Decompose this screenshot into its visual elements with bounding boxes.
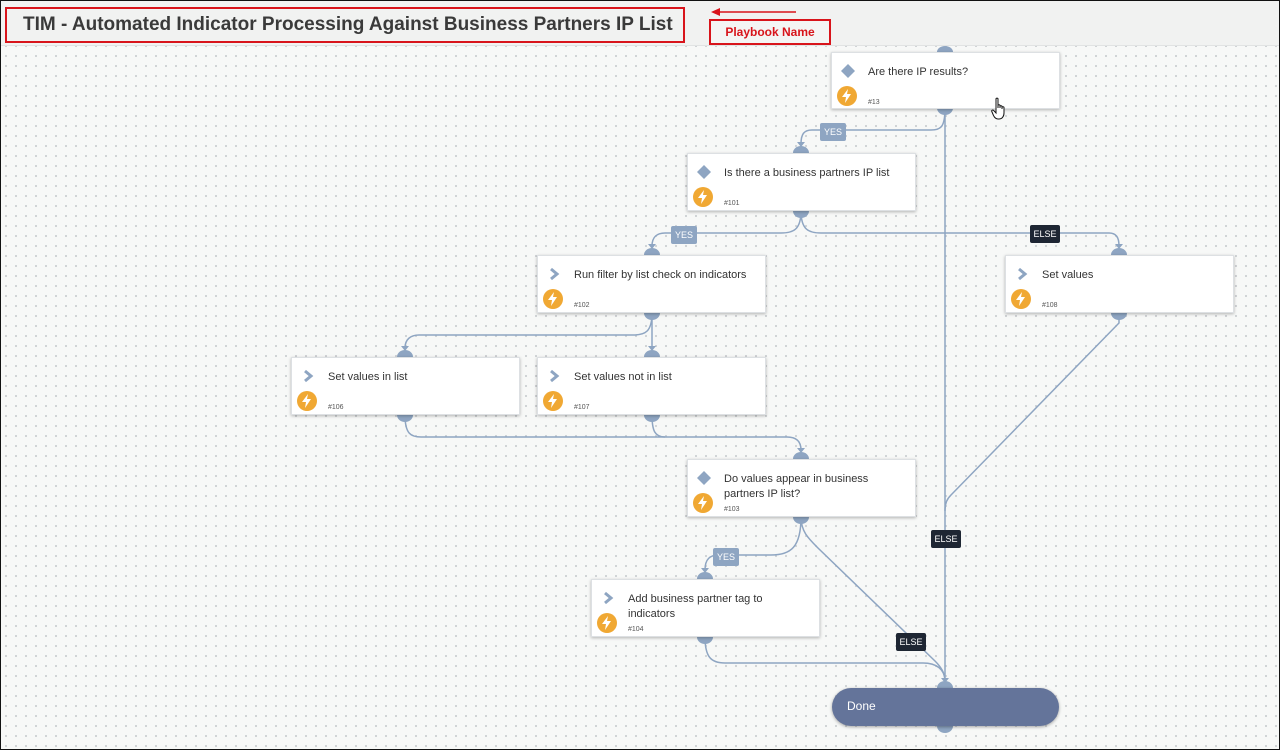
node-108-label: Set values [1042,269,1094,281]
diamond-icon [697,471,711,485]
edge-label-yes-103[interactable]: YES [713,548,739,566]
done-node-label: Done [847,699,876,713]
edge-108-done [944,313,1120,512]
diamond-icon [841,64,855,78]
lightning-bolt-icon [693,187,713,207]
node-107-task[interactable]: Set values not in list #107 [537,357,766,415]
node-107-id: #107 [574,404,590,411]
lightning-bolt-icon [543,391,563,411]
edge-13-yes-101 [800,107,946,145]
node-107-label: Set values not in list [574,371,672,383]
edge-104-done [704,636,946,682]
lightning-bolt-icon [597,613,617,633]
node-104-task[interactable]: Add business partner tag to indicators #… [591,579,820,637]
lightning-bolt-icon [693,493,713,513]
lightning-bolt-icon [837,86,857,106]
playbook-name-callout: Playbook Name [709,19,831,45]
node-13-label: Are there IP results? [868,66,969,78]
lightning-bolt-icon [297,391,317,411]
node-13-id: #13 [868,99,880,106]
edge-label-yes-13[interactable]: YES [820,123,846,141]
node-108-id: #108 [1042,302,1058,309]
playbook-title-annotation-box: TIM - Automated Indicator Processing Aga… [5,7,685,43]
edge-106-103 [404,414,802,451]
edge-101-yes-102 [651,210,802,247]
annotation-arrow [711,8,796,16]
node-103-label: Do values appear in business partners IP… [724,473,869,500]
node-106-task[interactable]: Set values in list #106 [291,357,520,415]
edge-102-106 [404,312,653,349]
node-102-task[interactable]: Run filter by list check on indicators #… [537,255,766,313]
node-101-id: #101 [724,200,740,207]
node-103-condition[interactable]: Do values appear in business partners IP… [687,459,916,517]
chevron-right-icon [304,369,314,383]
edge-label-else-13[interactable]: ELSE [931,530,961,548]
edge-label-yes-101[interactable]: YES [671,226,697,244]
edge-103-yes-104 [704,516,802,571]
playbook-title: TIM - Automated Indicator Processing Aga… [23,14,673,35]
node-106-label: Set values in list [328,371,408,383]
edge-label-else-101[interactable]: ELSE [1030,225,1060,243]
chevron-right-icon [550,369,560,383]
node-104-id: #104 [628,626,644,633]
node-101-condition[interactable]: Is there a business partners IP list #10… [687,153,916,211]
playbook-name-callout-label: Playbook Name [725,25,815,39]
chevron-right-icon [604,591,614,605]
node-102-id: #102 [574,302,590,309]
diamond-icon [697,165,711,179]
chevron-right-icon [1018,267,1028,281]
edge-label-else-103[interactable]: ELSE [896,633,926,651]
node-102-label: Run filter by list check on indicators [574,269,747,281]
edge-103-else-done [800,516,946,682]
done-node[interactable]: Done [832,688,1059,726]
chevron-right-icon [550,267,560,281]
node-104-label: Add business partner tag to indicators [628,593,763,620]
lightning-bolt-icon [1011,289,1031,309]
node-106-id: #106 [328,404,344,411]
lightning-bolt-icon [543,289,563,309]
node-101-label: Is there a business partners IP list [724,167,890,179]
node-108-task[interactable]: Set values #108 [1005,255,1234,313]
node-13-condition[interactable]: Are there IP results? #13 [831,52,1060,109]
edge-101-else-108 [800,210,1120,247]
node-ports [397,46,1127,733]
hand-pointer-icon [991,97,1005,120]
node-103-id: #103 [724,506,740,513]
